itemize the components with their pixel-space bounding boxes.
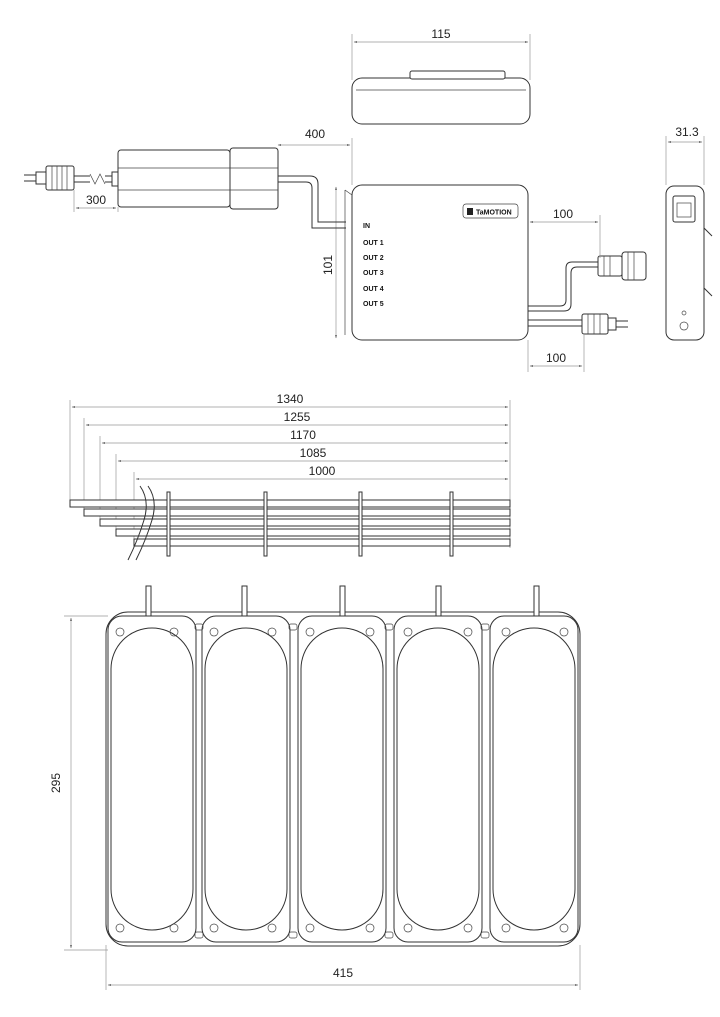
dim-top-width: 115 [431, 27, 450, 41]
dim-box-height: 101 [321, 255, 335, 275]
plug-icon [24, 165, 75, 191]
dim-out-upper: 100 [553, 207, 573, 221]
brand-logo-icon [467, 208, 473, 215]
dim-length-1255: 1255 [284, 410, 311, 424]
port-label-out3: OUT 3 [363, 270, 384, 277]
brand-label: TaMOTION [476, 210, 512, 217]
heating-pad-2 [201, 615, 291, 943]
top-view: 115 [351, 27, 531, 125]
dim-out-lower: 100 [546, 351, 566, 365]
port-label-out1: OUT 1 [363, 240, 384, 247]
port-label-out4: OUT 4 [363, 286, 384, 293]
length-1255: 1255 [83, 410, 509, 514]
power-box [351, 184, 529, 341]
dim-pad-width: 415 [333, 966, 353, 980]
heating-pad-3 [297, 615, 387, 943]
heating-pad-4 [393, 615, 483, 943]
plug-icon [581, 313, 628, 335]
length-1000: 1000 [133, 464, 509, 544]
port-label-in: IN [363, 223, 370, 230]
dim-length-1000: 1000 [309, 464, 336, 478]
heating-pad-1 [107, 615, 197, 943]
power-adapter [117, 149, 231, 208]
heating-pad-5 [489, 615, 579, 943]
cable-lengths: 1340 1255 1170 1085 1000 [69, 392, 511, 561]
port-label-out2: OUT 2 [363, 255, 384, 262]
plug-icon [597, 251, 647, 281]
dim-pad-height: 295 [49, 773, 63, 793]
length-1340: 1340 [69, 392, 509, 506]
brand-logo: TaMOTION [462, 203, 519, 219]
dim-plug-cable: 300 [86, 193, 106, 207]
dim-side-depth: 31.3 [675, 125, 699, 139]
ethernet-port [672, 195, 696, 223]
side-view: 31.3 [665, 125, 713, 341]
dim-length-1340: 1340 [277, 392, 304, 406]
dim-length-1170: 1170 [290, 428, 316, 442]
dim-cable-in: 400 [305, 127, 325, 141]
length-1170: 1170 [99, 428, 509, 524]
dim-length-1085: 1085 [300, 446, 327, 460]
front-view: 400 TaMOTION IN OUT 1 OUT 2 OUT 3 OUT 4 … [24, 127, 647, 372]
heating-pads: 295 415 [49, 585, 581, 990]
port-label-out5: OUT 5 [363, 301, 384, 308]
